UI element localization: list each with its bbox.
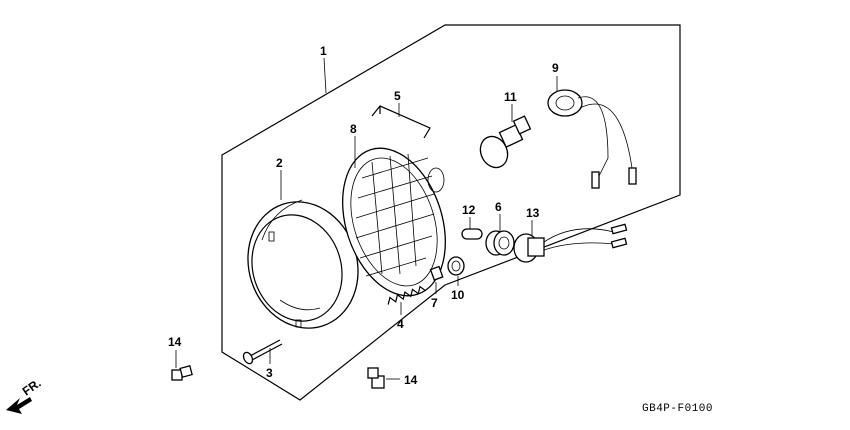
direction-label: FR. [20,376,44,399]
headlight-lens [342,147,446,297]
diagram-code: GB4P-F0100 [642,403,713,415]
callout-3: 3 [266,366,273,380]
cap [447,256,465,276]
nut [429,265,444,281]
callout-5: 5 [394,89,401,103]
callout-7: 7 [431,296,438,310]
callout-14-left: 14 [168,335,182,349]
leader-1 [323,57,327,94]
callout-6: 6 [495,200,502,214]
callout-4: 4 [397,317,404,331]
callout-9: 9 [552,61,559,75]
callout-12: 12 [462,203,476,217]
callout-2: 2 [276,156,283,170]
bolt-left [171,365,193,381]
callout-8: 8 [350,122,357,136]
front-arrow-icon [6,397,32,414]
position-light-socket [513,223,628,263]
bulb [479,115,532,169]
callout-14-bottom: 14 [404,373,418,387]
adjusting-screw [242,339,283,365]
socket-with-wires [547,89,637,189]
callout-1: 1 [320,44,327,58]
small-bulb [461,228,483,240]
spring-wire [371,105,431,139]
adjusting-spring [387,285,427,305]
callout-13: 13 [526,206,540,220]
callout-10: 10 [451,288,465,302]
callout-11: 11 [504,90,517,104]
bolt-bottom [367,367,385,389]
grommet [485,230,515,256]
assembly-frame [221,24,681,401]
